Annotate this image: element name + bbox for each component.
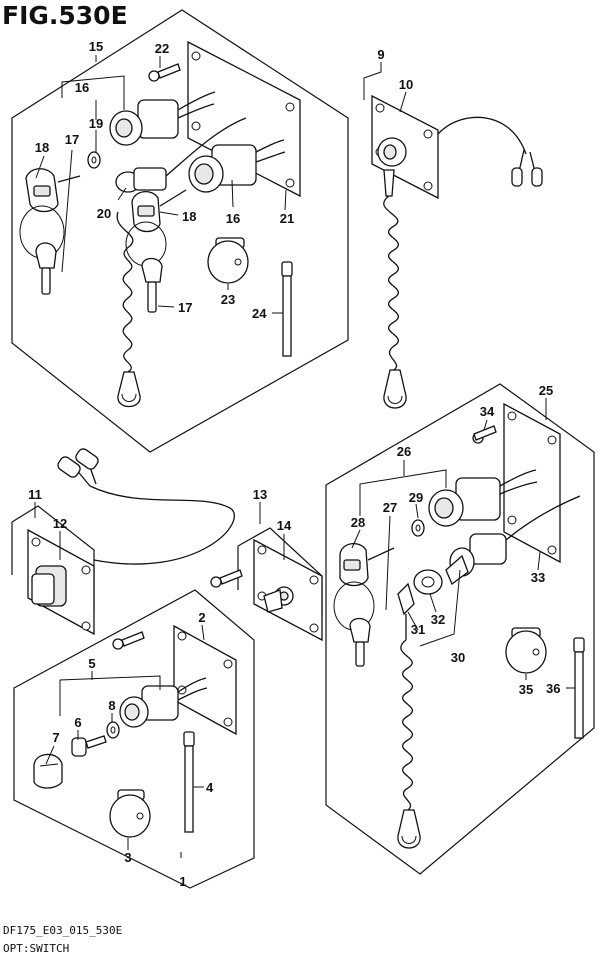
callout-10: 10 [399, 77, 413, 92]
callout-18-right: 18 [182, 209, 196, 224]
callout-25: 25 [539, 383, 553, 398]
callout-30: 30 [451, 650, 465, 665]
callout-32: 32 [431, 612, 445, 627]
screw-13 [210, 569, 243, 588]
callout-24: 24 [252, 306, 267, 321]
callout-36: 36 [546, 681, 560, 696]
leader-lines-group-1 [35, 55, 287, 314]
callout-19: 19 [89, 116, 103, 131]
callout-34: 34 [480, 404, 495, 419]
callout-33: 33 [531, 570, 545, 585]
callout-17-upper: 17 [65, 132, 79, 147]
callout-28: 28 [351, 515, 365, 530]
key-switch-16-lower [188, 139, 286, 193]
callout-16-lower: 16 [226, 211, 240, 226]
callout-2: 2 [198, 610, 205, 625]
screw-2 [112, 631, 145, 650]
key-set-18-left [19, 168, 81, 295]
figure-title: FIG.530E [2, 1, 128, 30]
leader-lines-group-9 [363, 62, 407, 113]
cable-tie-4 [183, 731, 195, 833]
screw-22 [148, 63, 181, 82]
callout-9: 9 [377, 47, 384, 62]
callout-15: 15 [89, 39, 103, 54]
callout-14: 14 [277, 518, 292, 533]
key-set-28 [333, 543, 395, 667]
leader-lines-group-11 [34, 502, 61, 560]
callout-labels: 1 2 3 4 5 6 7 8 9 10 11 12 13 14 15 16 1… [28, 39, 560, 889]
callout-29: 29 [409, 490, 423, 505]
cable-tie-24 [281, 261, 293, 357]
lanyard-switch-plate-10 [371, 94, 543, 200]
screw-34 [472, 425, 497, 444]
callout-7: 7 [52, 730, 59, 745]
leader-lines-group-1-bottom [45, 624, 205, 858]
callout-27: 27 [383, 500, 397, 515]
callout-5: 5 [88, 656, 95, 671]
nut-32 [413, 569, 443, 595]
cap-23 [207, 237, 249, 284]
key-set-18-right [125, 189, 187, 313]
callout-3: 3 [124, 850, 131, 865]
lanyard-coil-30 [397, 639, 421, 849]
key-switch-26 [428, 469, 538, 527]
washer-19 [87, 151, 101, 169]
callout-6: 6 [74, 715, 81, 730]
callout-23: 23 [221, 292, 235, 307]
switch-plate-12 [27, 448, 235, 636]
lanyard-coil-17 [116, 211, 141, 408]
key-6 [71, 735, 107, 757]
figure-caption: OPT:SWITCH [3, 942, 69, 955]
callout-1: 1 [179, 874, 186, 889]
callout-13: 13 [253, 487, 267, 502]
callout-26: 26 [397, 444, 411, 459]
key-switch-16-upper [109, 91, 216, 146]
callout-12: 12 [53, 516, 67, 531]
kit-box-1 [13, 589, 255, 889]
knob-7 [33, 753, 63, 789]
callout-8: 8 [108, 698, 115, 713]
callout-21: 21 [280, 211, 294, 226]
cap-3 [109, 789, 151, 838]
callout-4: 4 [206, 780, 214, 795]
callout-20: 20 [97, 206, 111, 221]
washer-8 [106, 721, 120, 739]
switch-plate-14 [253, 538, 323, 642]
callout-35: 35 [519, 682, 533, 697]
callout-18-left: 18 [35, 140, 49, 155]
kit-box-25 [325, 383, 595, 875]
key-switch-5 [119, 677, 208, 728]
callout-11: 11 [28, 487, 42, 502]
lanyard-coil-9 [383, 169, 407, 409]
kit-box-15 [11, 9, 349, 453]
callout-31: 31 [411, 622, 425, 637]
callout-17-lower: 17 [178, 300, 192, 315]
cap-35 [505, 627, 547, 674]
document-code: DF175_E03_015_530E [3, 924, 122, 937]
washer-29 [411, 519, 425, 537]
panel-plate-2 [173, 624, 237, 736]
callout-16-upper: 16 [75, 80, 89, 95]
stop-switch-30 [445, 495, 581, 586]
stop-switch-20 [115, 117, 247, 193]
clip-31 [397, 582, 415, 640]
callout-22: 22 [155, 41, 169, 56]
leader-lines-group-25 [351, 398, 575, 689]
leader-lines-group-13 [259, 502, 285, 560]
cable-tie-36 [573, 637, 585, 739]
